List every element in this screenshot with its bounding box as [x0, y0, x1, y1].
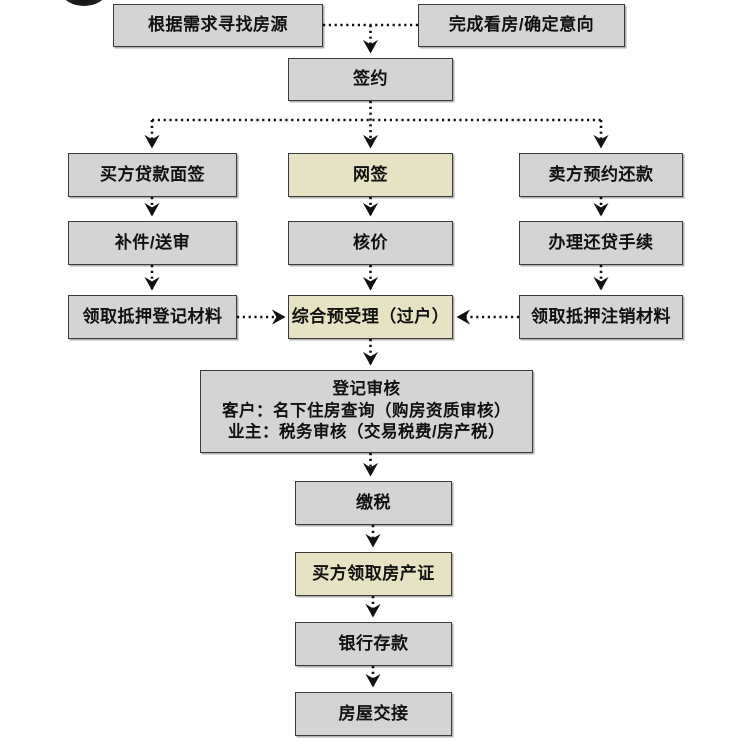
node-house-handover[interactable]: 房屋交接 [295, 692, 452, 736]
node-sign-contract[interactable]: 签约 [288, 58, 453, 101]
node-buyer-get-certificate[interactable]: 买方领取房产证 [295, 552, 452, 596]
node-price-check[interactable]: 核价 [288, 221, 453, 265]
node-buyer-loan-sign[interactable]: 买方贷款面签 [68, 153, 237, 197]
registration-review-title: 登记审核 [332, 380, 401, 399]
registration-review-line-customer: 客户：名下住房查询（购房资质审核） [222, 401, 511, 420]
node-seller-prepay[interactable]: 卖方预约还款 [519, 153, 683, 197]
registration-review-line-owner: 业主：税务审核（交易税费/房产税） [227, 423, 506, 442]
node-find-house[interactable]: 根据需求寻找房源 [113, 4, 323, 47]
node-supplement-docs[interactable]: 补件/送审 [68, 221, 237, 265]
node-get-mortgage-registration[interactable]: 领取抵押登记材料 [68, 295, 237, 339]
node-finish-viewing[interactable]: 完成看房/确定意向 [418, 4, 625, 47]
node-tax-payment[interactable]: 缴税 [295, 481, 452, 525]
node-loan-repay-procedure[interactable]: 办理还贷手续 [519, 221, 683, 265]
node-bank-deposit[interactable]: 银行存款 [295, 622, 452, 666]
watermark-logo-icon [62, 0, 106, 6]
node-get-mortgage-cancellation[interactable]: 领取抵押注销材料 [519, 295, 683, 339]
node-registration-review[interactable]: 登记审核 客户：名下住房查询（购房资质审核） 业主：税务审核（交易税费/房产税） [200, 370, 533, 453]
node-online-sign[interactable]: 网签 [288, 153, 453, 197]
node-comprehensive-transfer[interactable]: 综合预受理（过户） [288, 295, 453, 339]
